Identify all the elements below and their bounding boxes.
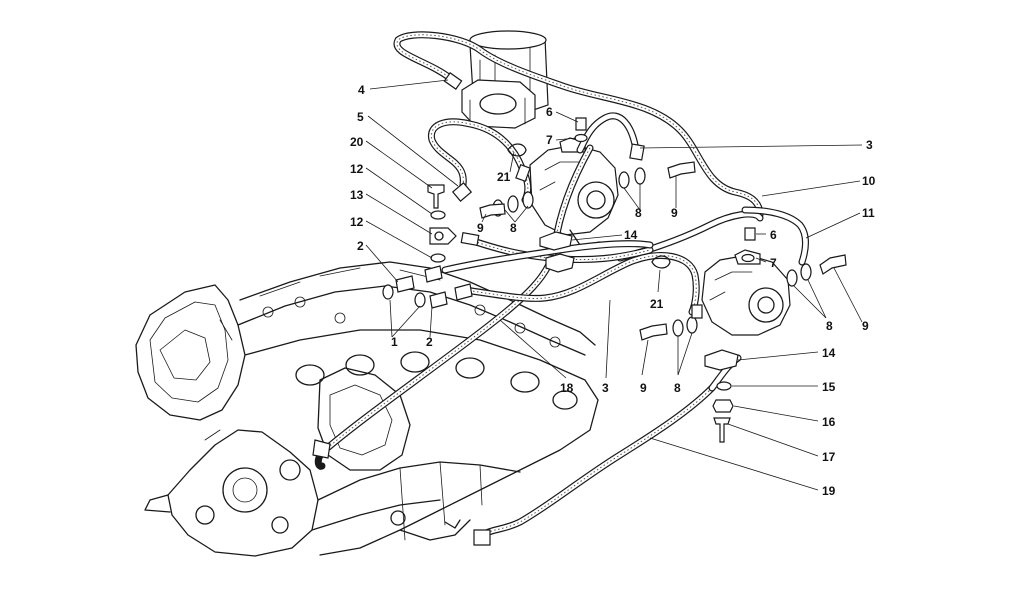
callout-11: 11 (862, 206, 875, 220)
callout-labels: 4 5 20 12 13 12 2 1 2 6 7 21 3 10 11 9 8… (350, 83, 876, 498)
callout-20: 20 (350, 135, 364, 149)
callout-9-upper-left: 9 (477, 221, 484, 235)
callout-14-lower: 14 (822, 346, 836, 360)
callout-14-upper: 14 (624, 228, 638, 242)
callout-19: 19 (822, 484, 836, 498)
callout-21-lower: 21 (650, 297, 664, 311)
callout-8-upper-right: 8 (635, 206, 642, 220)
callout-1: 1 (391, 335, 398, 349)
callout-12-upper: 12 (350, 162, 364, 176)
callout-13: 13 (350, 188, 364, 202)
callout-7-lower: 7 (770, 256, 777, 270)
callout-2-upper: 2 (357, 239, 364, 253)
callout-3-upper: 3 (866, 138, 873, 152)
turbocharger-lower (701, 249, 791, 336)
callout-15: 15 (822, 380, 836, 394)
callout-7-upper: 7 (546, 133, 553, 147)
callout-6-upper: 6 (546, 105, 553, 119)
callout-21-upper: 21 (497, 170, 511, 184)
callout-9-upper-right: 9 (671, 206, 678, 220)
callout-18: 18 (560, 381, 574, 395)
turbocharger-upper (529, 137, 619, 246)
callout-12-lower: 12 (350, 215, 364, 229)
leader-lines (365, 79, 863, 491)
callout-5: 5 (357, 110, 364, 124)
callout-8-upper-left: 8 (510, 221, 517, 235)
callout-16: 16 (822, 415, 836, 429)
callout-8-lower: 8 (674, 381, 681, 395)
callout-9-right: 9 (862, 319, 869, 333)
callout-4: 4 (358, 83, 365, 97)
callout-6-lower: 6 (770, 228, 777, 242)
callout-2-lower: 2 (426, 335, 433, 349)
callout-8-right: 8 (826, 319, 833, 333)
fittings (312, 72, 847, 546)
callout-10: 10 (862, 174, 876, 188)
callout-3-lower: 3 (602, 381, 609, 395)
callout-17: 17 (822, 450, 836, 464)
engine-block (135, 261, 599, 557)
callout-9-lower: 9 (640, 381, 647, 395)
